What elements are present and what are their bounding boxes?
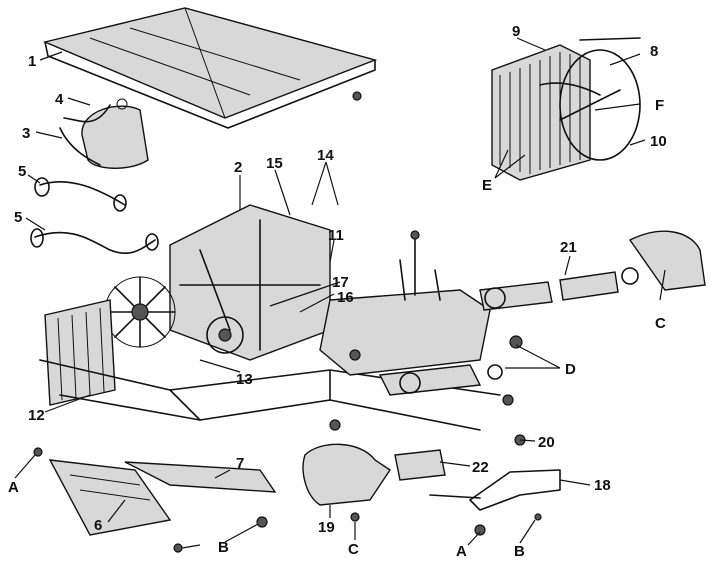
label-A-right: A [456, 543, 467, 560]
drive-shaft [479, 230, 706, 311]
label-B-left: B [218, 539, 229, 556]
label-11: 11 [328, 227, 344, 244]
skid-bracket [429, 469, 561, 511]
label-19: 19 [318, 519, 335, 536]
label-18: 18 [594, 477, 611, 494]
label-15: 15 [266, 155, 283, 172]
label-20: 20 [538, 434, 555, 451]
engine-block [169, 204, 331, 361]
label-14: 14 [317, 147, 334, 164]
label-13: 13 [236, 371, 253, 388]
upper-radiator-hose [34, 177, 127, 212]
label-F: F [655, 97, 664, 114]
label-6: 6 [94, 517, 102, 534]
front-radiator-core [44, 299, 116, 406]
label-B-right: B [514, 543, 525, 560]
radiator-assembly [491, 37, 641, 181]
label-22: 22 [472, 459, 489, 476]
label-A-left: A [8, 479, 19, 496]
label-C-bottom: C [348, 541, 359, 558]
label-2: 2 [234, 159, 242, 176]
label-5-lower: 5 [14, 209, 22, 226]
hood-panel [42, 7, 378, 129]
label-3: 3 [22, 125, 30, 142]
label-10: 10 [650, 133, 667, 150]
splash-shield-center [124, 461, 277, 493]
label-1: 1 [28, 53, 36, 70]
label-5-upper: 5 [18, 163, 26, 180]
transmission [319, 230, 491, 376]
label-9: 9 [512, 23, 520, 40]
label-8: 8 [650, 43, 658, 60]
label-C-right: C [655, 315, 666, 332]
splash-shield-left [48, 459, 172, 536]
label-21: 21 [560, 239, 577, 256]
lower-radiator-hose [30, 228, 159, 255]
label-E: E [482, 177, 492, 194]
exhaust-section [378, 364, 503, 396]
coolant-reservoir [59, 98, 149, 169]
callout-labels: 1 4 3 5 5 2 15 14 11 17 16 13 12 9 8 F 1… [8, 23, 667, 560]
label-7: 7 [236, 455, 244, 472]
cooling-fan [104, 276, 176, 348]
label-17: 17 [332, 274, 349, 291]
fasteners [33, 335, 542, 553]
label-12: 12 [28, 407, 45, 424]
label-16: 16 [337, 289, 354, 306]
label-D: D [565, 361, 576, 378]
leader-lines [14, 37, 666, 549]
transfer-case-housing [302, 419, 446, 506]
label-4: 4 [55, 91, 64, 108]
